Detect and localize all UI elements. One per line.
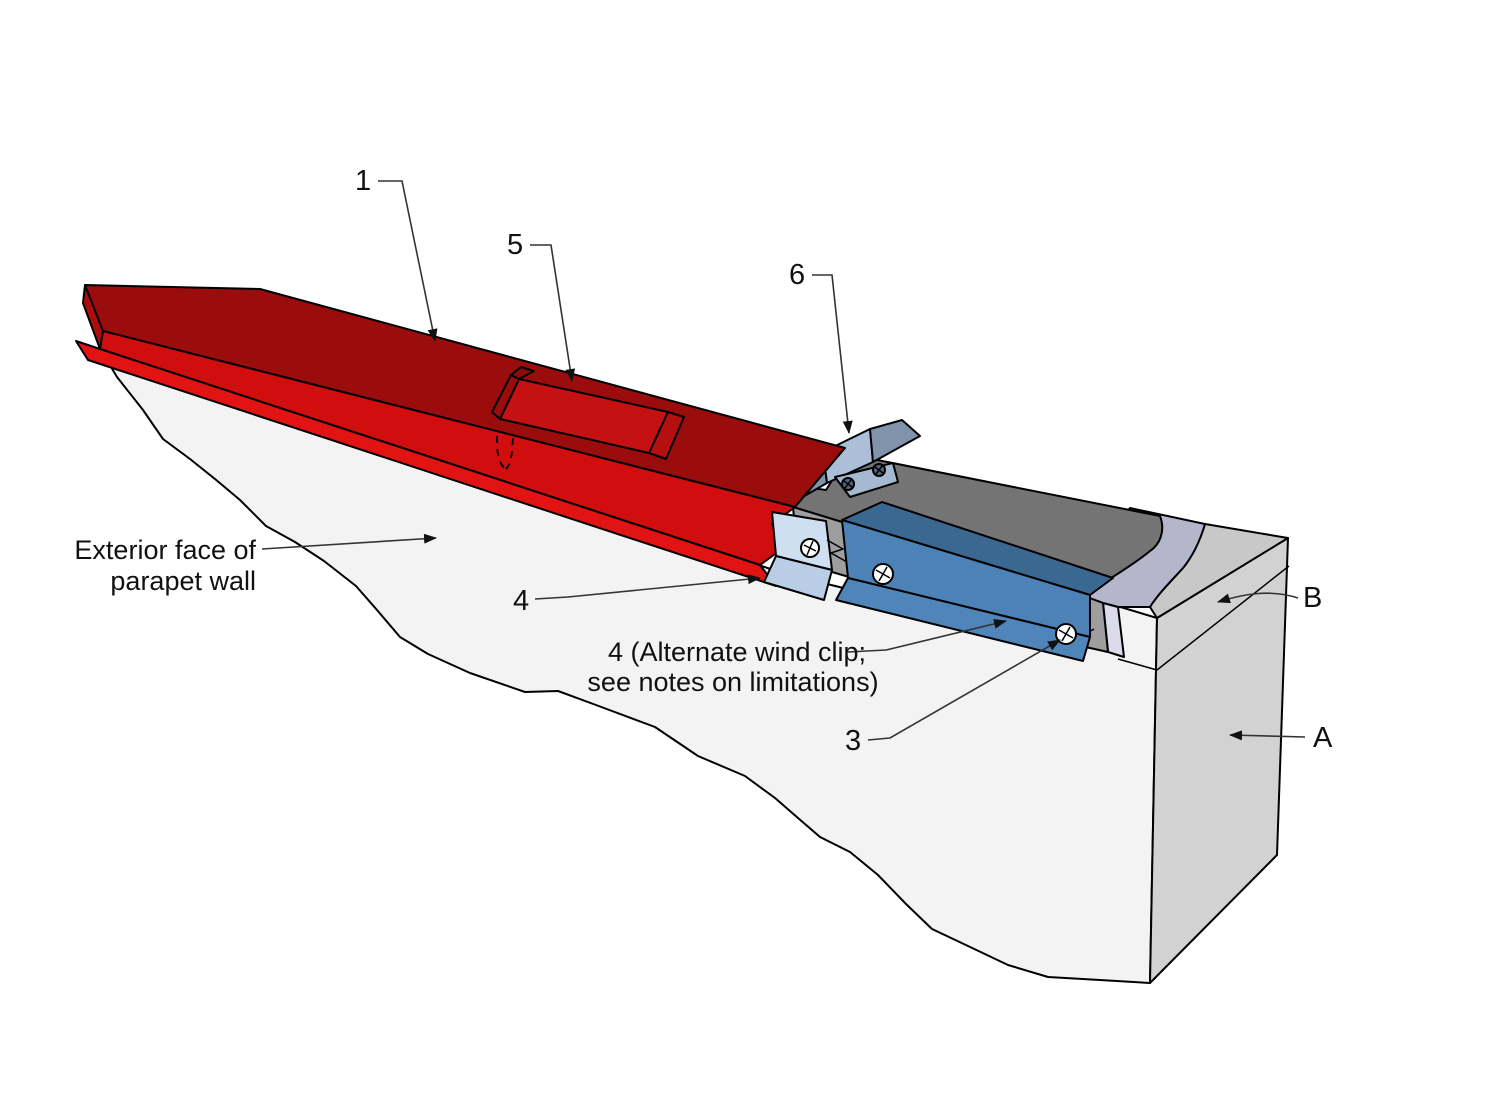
exterior-face-note-line2: parapet wall: [110, 566, 256, 596]
seam-plate-end-fold: [648, 411, 685, 460]
coping-drip-edge: [75, 340, 777, 587]
callout-3-leader: [867, 639, 1061, 741]
screw-icon: [872, 463, 886, 477]
callout-A-label: A: [1313, 722, 1333, 754]
screw-icon: [872, 563, 894, 585]
seam-cover-plate: [491, 366, 685, 460]
screw-icon: [800, 538, 820, 558]
wind-clip: [763, 511, 848, 601]
exterior-face-note-line1: Exterior face of: [74, 535, 256, 565]
callout-1-leader: [378, 180, 438, 342]
alt-wind-clip-note-line1: 4 (Alternate wind clip;: [608, 637, 866, 667]
alt-wind-clip-bottom-flange: [835, 577, 1091, 662]
exterior-face-leader: [261, 533, 437, 550]
alt-wind-clip-leader: [847, 618, 1007, 653]
parapet-wall-front-face: [101, 351, 1158, 984]
callout-A-leader: [1229, 730, 1306, 741]
callout-1-label: 1: [355, 165, 371, 197]
callout-4-leader: [534, 574, 761, 600]
break-symbol: [826, 539, 848, 563]
callout-5-leader: [530, 244, 576, 382]
callout-6-leader: [812, 274, 853, 434]
back-clip-right-wing: [869, 419, 921, 463]
wind-clip-flange: [763, 555, 833, 601]
callout-5-label: 5: [507, 229, 523, 261]
callout-6-label: 6: [789, 259, 805, 291]
alternate-wind-clip: [835, 501, 1114, 662]
callout-4-label: 4: [513, 585, 529, 617]
seam-plate-back-tab: [510, 366, 535, 380]
alt-wind-clip-note-line2: see notes on limitations): [587, 667, 878, 697]
callout-B-leader: [1217, 592, 1299, 604]
hidden-seam-dashes: [495, 435, 514, 470]
callout-B-label: B: [1303, 582, 1322, 614]
blocking-joint-line: [1117, 565, 1290, 671]
screw-icon: [841, 477, 855, 491]
screw-icon: [1055, 623, 1077, 645]
callout-3-label: 3: [845, 725, 861, 757]
